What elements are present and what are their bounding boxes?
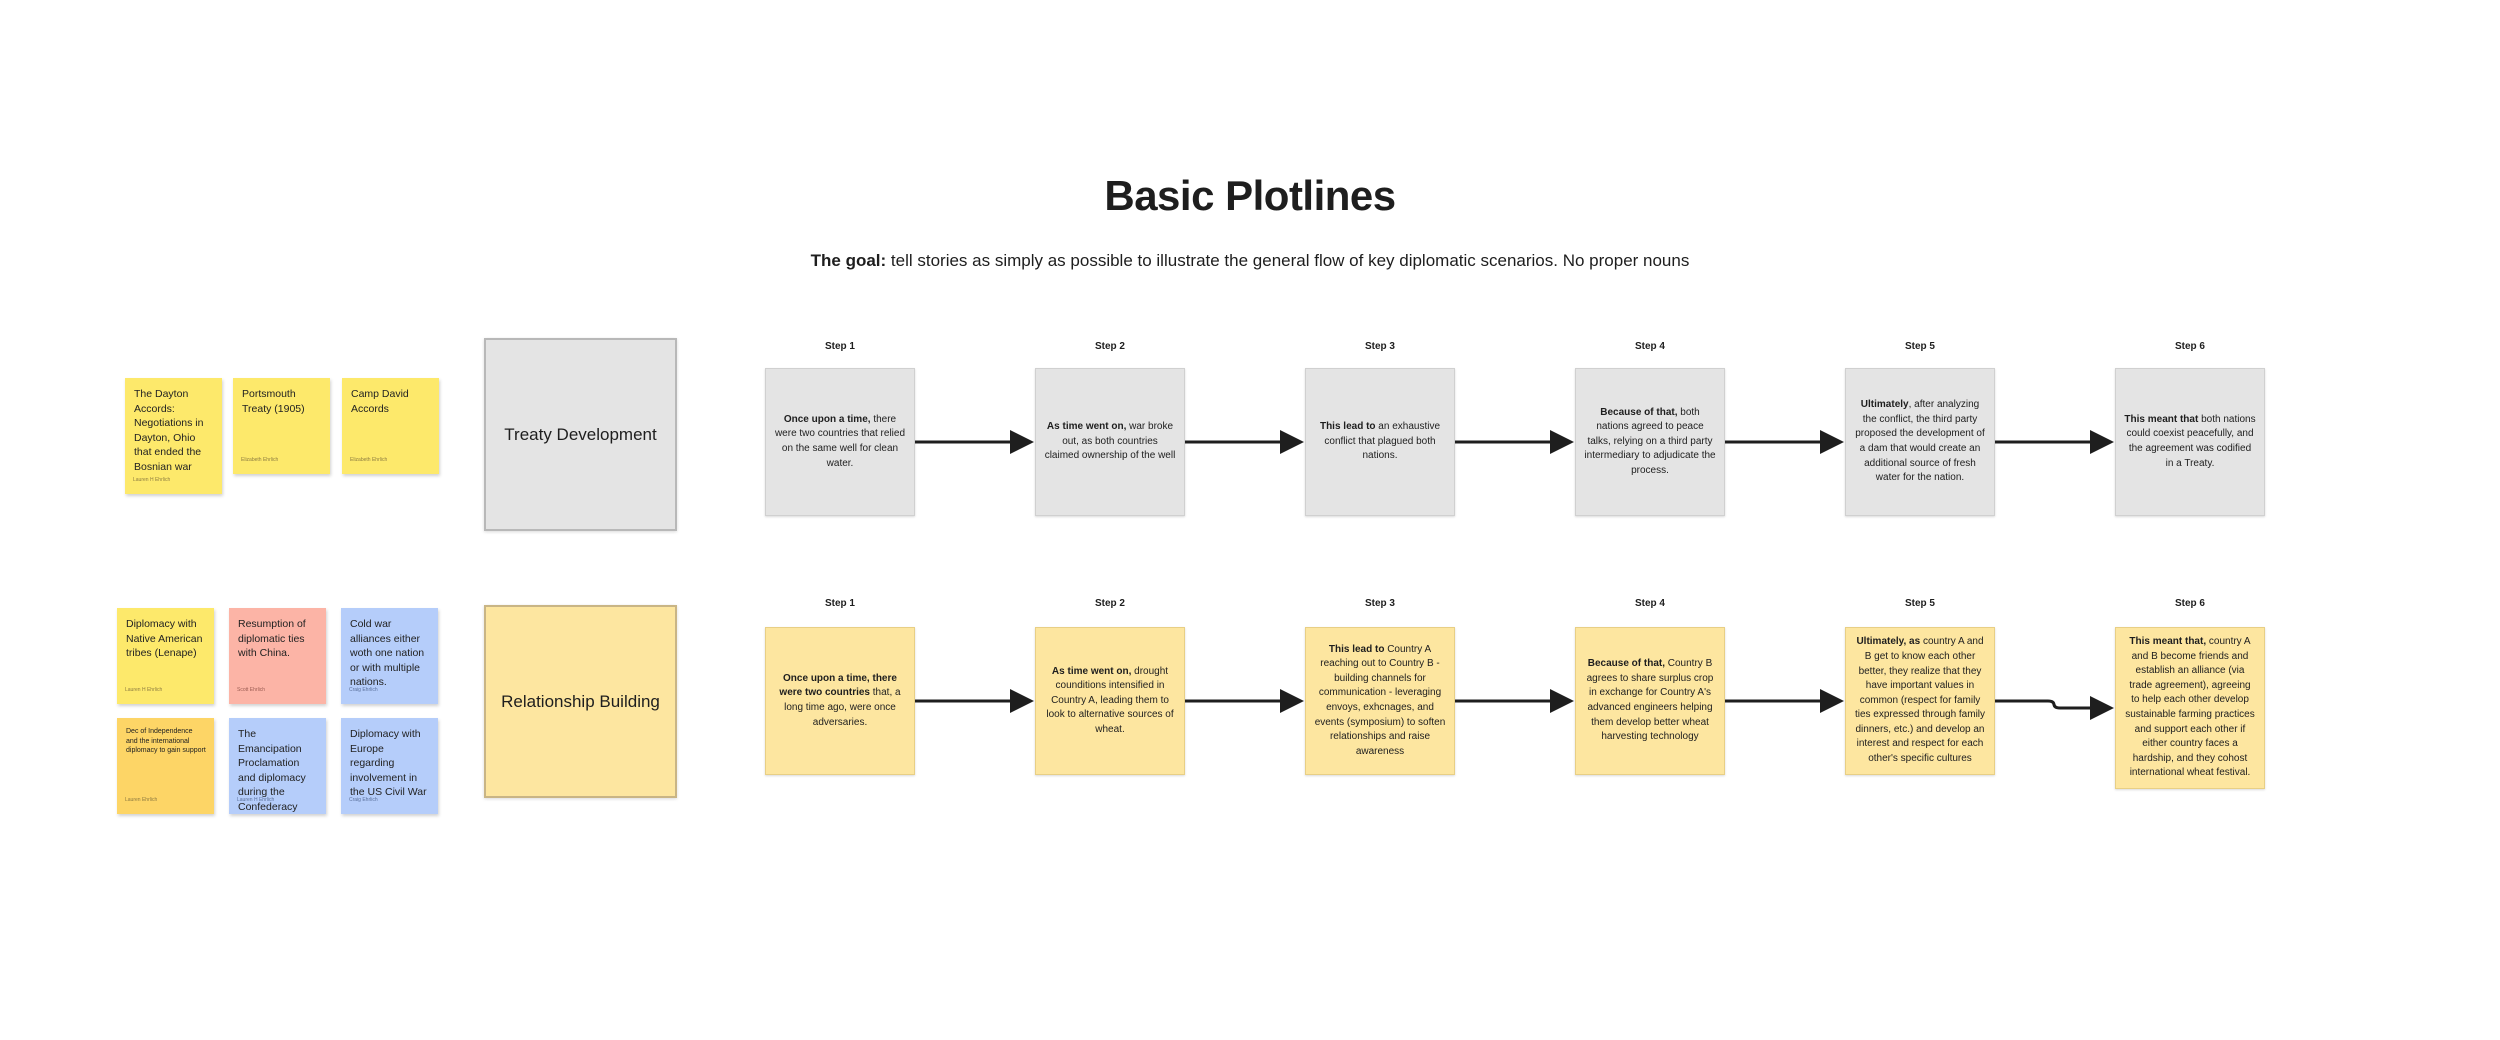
sticky-note-text: The Emancipation Proclamation and diplom… [238, 728, 306, 813]
step-text: Country B agrees to share surplus crop i… [1586, 658, 1714, 743]
step-lead: This lead to [1319, 421, 1376, 433]
sticky-note-text: Portsmouth Treaty (1905) [242, 388, 305, 415]
step-text: country A and B get to know each other b… [1854, 636, 1986, 765]
step-lead: Because of that, [1600, 406, 1678, 418]
step-card[interactable]: This meant that both nations could coexi… [2115, 368, 2265, 516]
sticky-note[interactable]: Diplomacy with Europe regarding involvem… [341, 718, 438, 814]
sticky-note[interactable]: The Dayton Accords: Negotiations in Dayt… [125, 378, 222, 494]
step-lead: Ultimately [1860, 399, 1909, 411]
sticky-note-author: Scott Ehrlich [237, 686, 266, 693]
step-label: Step 3 [1364, 598, 1395, 609]
step-lead: As time went on, [1051, 665, 1132, 677]
sticky-note-author: Craig Ehrlich [349, 686, 378, 693]
sticky-note-text: Diplomacy with Europe regarding involvem… [350, 728, 427, 798]
step-lead: Once upon a time, [783, 413, 871, 425]
sticky-note[interactable]: Dec of Independence and the internationa… [117, 718, 214, 814]
category-card-treaty[interactable]: Treaty Development [484, 338, 677, 531]
goal-statement: The goal: tell stories as simply as poss… [0, 251, 2500, 271]
sticky-note[interactable]: Diplomacy with Native American tribes (L… [117, 608, 214, 704]
arrow-connector [1995, 696, 2114, 720]
step-text: that, a long time ago, were once adversa… [784, 687, 901, 728]
sticky-note[interactable]: Camp David Accords Elizabeth Ehrlich [342, 378, 439, 474]
step-text: war broke out, as both countries claimed… [1044, 421, 1176, 462]
sticky-note-author: Elizabeth Ehrlich [241, 456, 279, 463]
step-label: Step 3 [1364, 341, 1395, 352]
step-card[interactable]: Because of that, both nations agreed to … [1575, 368, 1725, 516]
sticky-note-author: Elizabeth Ehrlich [350, 456, 388, 463]
category-card-relationship[interactable]: Relationship Building [484, 605, 677, 798]
step-lead: Because of that, [1587, 658, 1665, 670]
step-card[interactable]: As time went on, drought counditions int… [1035, 627, 1185, 775]
sticky-note-author: Lauren H Ehrlich [237, 796, 275, 803]
step-card[interactable]: Ultimately, as country A and B get to kn… [1845, 627, 1995, 775]
step-label: Step 2 [1094, 341, 1125, 352]
sticky-note-text: Resumption of diplomatic ties with China… [238, 618, 306, 659]
step-label: Step 5 [1904, 598, 1935, 609]
sticky-note[interactable]: Cold war alliances either woth one natio… [341, 608, 438, 704]
sticky-note-author: Craig Ehrlich [349, 796, 378, 803]
step-lead: This meant that [2124, 413, 2199, 425]
step-card[interactable]: This lead to Country A reaching out to C… [1305, 627, 1455, 775]
step-lead: Once upon a time, there were two countri… [779, 672, 897, 699]
step-lead: As time went on, [1046, 421, 1127, 433]
step-card[interactable]: Once upon a time, there were two countri… [765, 627, 915, 775]
step-label: Step 6 [2174, 341, 2205, 352]
sticky-note[interactable]: Resumption of diplomatic ties with China… [229, 608, 326, 704]
sticky-note-text: Dec of Independence and the internationa… [126, 728, 206, 754]
sticky-note-author: Lauren H Ehrlich [133, 476, 171, 483]
step-label: Step 4 [1634, 341, 1665, 352]
step-card[interactable]: As time went on, war broke out, as both … [1035, 368, 1185, 516]
sticky-note-author: Lauren Ehrlich [125, 796, 158, 803]
sticky-note[interactable]: The Emancipation Proclamation and diplom… [229, 718, 326, 814]
step-label: Step 4 [1634, 598, 1665, 609]
sticky-note-author: Lauren H Ehrlich [125, 686, 163, 693]
goal-label: The goal: [810, 251, 887, 270]
step-label: Step 1 [824, 341, 855, 352]
step-text: drought counditions intensified in Count… [1046, 665, 1174, 735]
step-text: Country A reaching out to Country B - bu… [1314, 643, 1446, 757]
sticky-note-text: Cold war alliances either woth one natio… [350, 618, 425, 688]
step-label: Step 6 [2174, 598, 2205, 609]
step-lead: This lead to [1328, 643, 1385, 655]
step-text: country A and B become friends and estab… [2125, 636, 2255, 779]
step-lead: Ultimately, as [1856, 636, 1921, 648]
step-text: both nations agreed to peace talks, rely… [1584, 406, 1716, 476]
step-text: both nations could coexist peacefully, a… [2126, 413, 2256, 469]
step-card[interactable]: Because of that, Country B agrees to sha… [1575, 627, 1725, 775]
step-label: Step 2 [1094, 598, 1125, 609]
goal-text: tell stories as simply as possible to il… [886, 251, 1690, 270]
step-lead: This meant that, [2129, 636, 2207, 648]
step-text: there were two countries that relied on … [774, 413, 906, 469]
step-card[interactable]: Once upon a time, there were two countri… [765, 368, 915, 516]
step-card[interactable]: This meant that, country A and B become … [2115, 627, 2265, 789]
step-card[interactable]: Ultimately, after analyzing the conflict… [1845, 368, 1995, 516]
sticky-note-text: Diplomacy with Native American tribes (L… [126, 618, 203, 659]
sticky-note[interactable]: Portsmouth Treaty (1905) Elizabeth Ehrli… [233, 378, 330, 474]
step-card[interactable]: This lead to an exhaustive conflict that… [1305, 368, 1455, 516]
step-text: , after analyzing the conflict, the thir… [1855, 399, 1985, 484]
sticky-note-text: The Dayton Accords: Negotiations in Dayt… [134, 388, 204, 473]
step-label: Step 1 [824, 598, 855, 609]
step-text: an exhaustive conflict that plagued both… [1324, 421, 1441, 462]
step-label: Step 5 [1904, 341, 1935, 352]
sticky-note-text: Camp David Accords [351, 388, 409, 415]
page-title: Basic Plotlines [1104, 172, 1396, 219]
